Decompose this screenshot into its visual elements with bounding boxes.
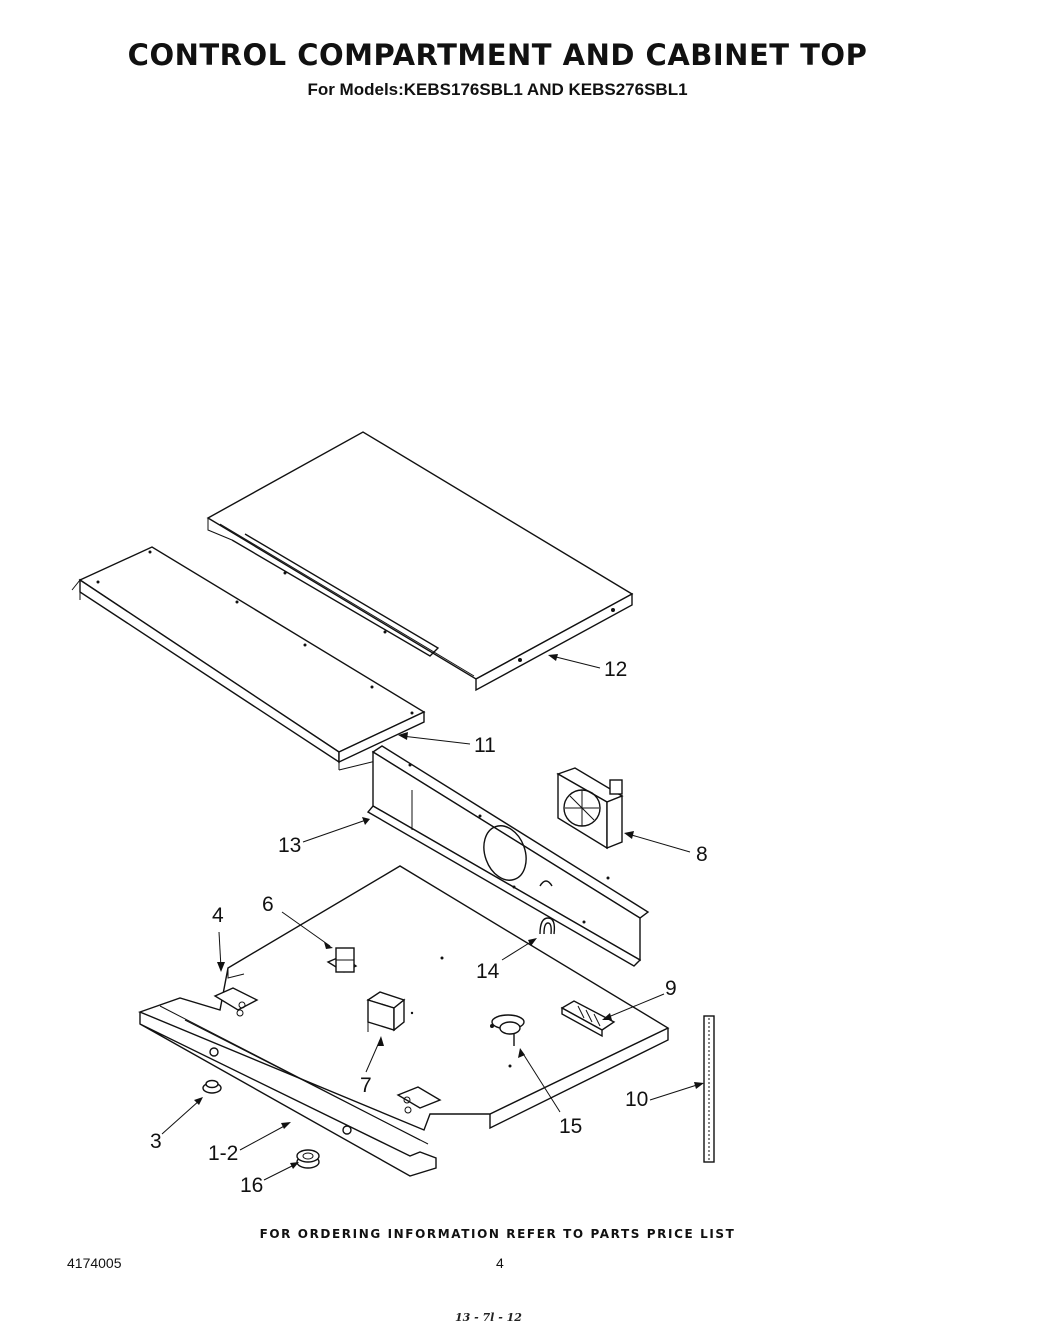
callout-4: 4 <box>212 904 224 927</box>
ordering-note: FOR ORDERING INFORMATION REFER TO PARTS … <box>259 1227 736 1241</box>
part-8-cooling-fan <box>556 767 624 850</box>
front-bracket <box>396 1086 442 1114</box>
callout-7: 7 <box>360 1074 372 1097</box>
document-number: 4174005 <box>67 1255 122 1271</box>
handwritten-mark: 13 - 7l - 12 <box>455 1311 522 1324</box>
part-4-bracket <box>213 987 259 1017</box>
callout-13: 13 <box>278 834 301 857</box>
part-11-trim-panel <box>71 546 426 771</box>
page-number: 4 <box>496 1255 504 1271</box>
page-title: CONTROL COMPARTMENT AND CABINET TOP <box>127 38 868 72</box>
callout-3: 3 <box>150 1130 162 1153</box>
part-9-terminal-block <box>560 1000 616 1038</box>
part-16-bumper <box>296 1149 320 1169</box>
part-10-gasket <box>703 1015 715 1163</box>
callout-10: 10 <box>625 1088 648 1111</box>
callout-9: 9 <box>665 977 677 1000</box>
part-15-thermostat <box>490 1014 525 1046</box>
part-12-cabinet-top <box>206 431 634 692</box>
callout-15: 15 <box>559 1115 582 1138</box>
callout-14: 14 <box>476 960 500 983</box>
callout-11: 11 <box>474 734 496 757</box>
part-6-transformer <box>326 947 358 973</box>
callout-labels: 12 11 13 8 6 4 14 9 7 10 15 3 1-2 16 <box>150 658 708 1197</box>
callout-16: 16 <box>240 1174 263 1197</box>
callout-6: 6 <box>262 893 274 916</box>
model-numbers: For Models:KEBS176SBL1 AND KEBS276SBL1 <box>307 80 688 99</box>
part-3-grommet <box>202 1079 222 1094</box>
part-14-wire-clip <box>539 917 556 935</box>
part-13-rear-bracket <box>366 745 650 967</box>
part-7-relay <box>366 991 414 1032</box>
part-1-2-compartment-base <box>138 865 670 1177</box>
callout-1-2: 1-2 <box>208 1142 238 1165</box>
leader-lines <box>161 654 704 1181</box>
callout-12: 12 <box>604 658 627 681</box>
callout-8: 8 <box>696 843 708 866</box>
